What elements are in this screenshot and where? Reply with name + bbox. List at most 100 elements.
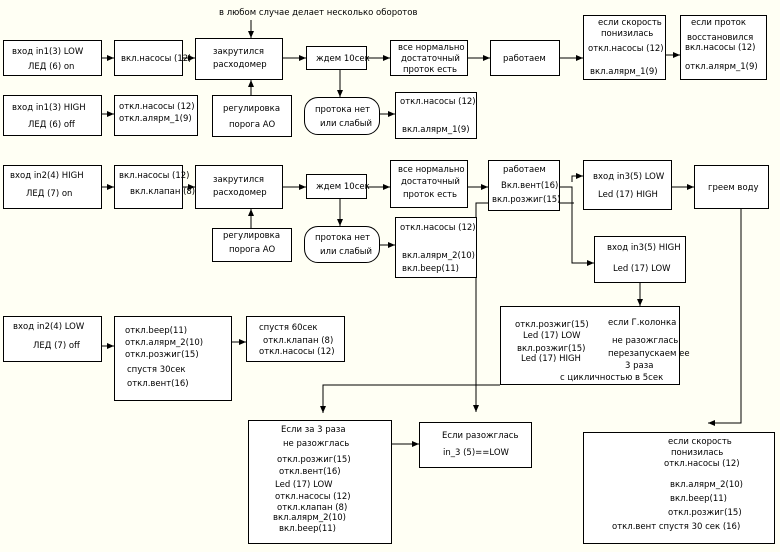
no-flow-2-act1: откл.насосы (12)	[400, 223, 476, 233]
flow-ok-box-2: все нормально достаточный проток есть	[390, 160, 468, 208]
alarm1-off-text: откл.алярм_1(9)	[119, 114, 192, 124]
led7-off-text: ЛЕД (7) off	[33, 341, 80, 351]
adjust-1-line1: регулировка	[223, 104, 281, 114]
lit-box: Если разожглась in_3 (5)==LOW	[419, 422, 532, 468]
flowmeter-line2: расходомер	[213, 60, 267, 70]
wait-2-text: ждем 10сек	[316, 182, 370, 192]
after-30s-text: спустя 30сек	[127, 365, 186, 375]
no-flow-1-act2: вкл.алярм_1(9)	[402, 125, 470, 135]
retry-right-line5: с цикличностью в 5сек	[560, 373, 664, 383]
heat-water-box: греем воду	[694, 165, 769, 209]
flow-back-line3: вкл.насосы (12)	[685, 43, 756, 53]
led6-off-text: ЛЕД (6) off	[28, 120, 75, 130]
speed-low-2-line5: вкл.beep(11)	[670, 494, 727, 504]
fan-off-text: откл.вент(16)	[127, 379, 189, 389]
retry-right-line2: не разожглась	[612, 336, 679, 346]
working-box: работаем	[490, 40, 560, 76]
no-flow-2-act3: вкл.beep(11)	[402, 264, 459, 274]
flow-ok-2-line3: проток есть	[403, 190, 458, 200]
fail-line6: откл.насосы (12)	[275, 492, 351, 502]
no-flow-box-1: протока нет или слабый	[304, 97, 380, 135]
flow-back-box: если проток восстановился вкл.насосы (12…	[680, 15, 767, 80]
in2-high-text: вход in2(4) HIGH	[10, 171, 84, 181]
retry-box: откл.розжиг(15) Led (17) LOW вкл.розжиг(…	[500, 306, 690, 385]
in2-low-box: вход in2(4) LOW ЛЕД (7) off	[3, 316, 102, 362]
wait-box: ждем 10сек	[306, 46, 370, 70]
led7-on-text: ЛЕД (7) on	[26, 189, 73, 199]
pumps-alarm-off-box: откл.насосы (12) откл.алярм_1(9)	[114, 95, 198, 136]
working-2-line3: вкл.розжиг(15)	[492, 195, 561, 205]
no-flow-1-line2: или слабый	[320, 119, 372, 129]
in3-low-box: вход in3(5) LOW Led (17) HIGH	[583, 160, 672, 210]
flowmeter-2-line2: расходомер	[213, 188, 267, 198]
flowmeter-2-line1: закрутился	[213, 175, 264, 185]
flow-back-line2: восстановился	[687, 33, 754, 43]
no-flow-2-line2: или слабый	[320, 247, 372, 257]
in1-low-box: вход in1(3) LOW ЛЕД (6) on	[3, 40, 102, 76]
flow-ok-box: все нормально достаточный проток есть	[390, 40, 468, 76]
fail-line4: откл.вент(16)	[279, 467, 341, 477]
in3-low-text: вход in3(5) LOW	[593, 172, 665, 182]
no-flow-2-act2: вкл.алярм_2(10)	[402, 251, 475, 261]
flowmeter-box-2: закрутился расходомер	[195, 165, 283, 209]
speed-low-1-line3: откл.насосы (12)	[588, 44, 664, 54]
speed-low-box-2: если скорость понизилась откл.насосы (12…	[583, 432, 775, 544]
lit-line2: in_3 (5)==LOW	[443, 448, 509, 458]
flowmeter-box: закрутился расходомер	[195, 38, 283, 80]
fail-line7: откл.клапан (8)	[277, 503, 348, 513]
led17-high-text: Led (17) HIGH	[598, 190, 658, 200]
flowmeter-line1: закрутился	[213, 47, 264, 57]
adjust-2-line1: регулировка	[223, 231, 281, 241]
fail-line9: вкл.beep(11)	[279, 524, 336, 534]
wait-box-2: ждем 10сек	[306, 174, 370, 199]
pumps-off-text: откл.насосы (12)	[119, 102, 195, 112]
flow-ok-line3: проток есть	[403, 65, 458, 75]
alarm2-off-text: откл.алярм_2(10)	[125, 338, 204, 348]
fail-line2: не разожглась	[283, 439, 350, 449]
speed-low-2-line6: откл.розжиг(15)	[668, 508, 742, 518]
in1-low-text: вход in1(3) LOW	[12, 47, 84, 57]
speed-low-1-line2: понизилась	[601, 29, 654, 39]
pumps-on-2-text: вкл.насосы (12)	[119, 171, 190, 181]
speed-low-2-line7: откл.вент спустя 30 сек (16)	[612, 522, 741, 532]
wait-text: ждем 10сек	[316, 54, 370, 64]
beep-off-text: откл.beep(11)	[125, 326, 188, 336]
in1-high-text: вход in1(3) HIGH	[12, 103, 86, 113]
speed-low-1-line4: вкл.алярм_1(9)	[590, 67, 658, 77]
ignition-off-text: откл.розжиг(15)	[125, 350, 199, 360]
flow-back-line4: откл.алярм_1(9)	[685, 62, 758, 72]
speed-low-1-line1: если скорость	[598, 18, 662, 28]
flow-ok-line2: достаточный	[401, 54, 460, 64]
no-flow-1-act1: откл.насосы (12)	[400, 97, 476, 107]
working-2-line1: работаем	[503, 165, 546, 175]
retry-left-line2: Led (17) LOW	[523, 331, 581, 341]
speed-low-2-line4: вкл.алярм_2(10)	[670, 480, 743, 490]
after-60s-line3: откл.насосы (12)	[259, 347, 335, 357]
no-flow-act-box-1: откл.насосы (12) вкл.алярм_1(9)	[395, 92, 477, 139]
flow-ok-2-line1: все нормально	[398, 165, 465, 175]
working-text: работаем	[503, 54, 546, 64]
top-note: в любом случае делает несколько оборотов	[219, 8, 418, 18]
speed-low-box-1: если скорость понизилась откл.насосы (12…	[583, 15, 666, 80]
pumps-valve-box: вкл.насосы (12) вкл.клапан (8)	[114, 165, 195, 209]
after-60s-line2: откл.клапан (8)	[263, 336, 334, 346]
fail-line1: Если за 3 раза	[281, 425, 346, 435]
lit-line1: Если разожглась	[442, 431, 519, 441]
retry-left-line3: вкл.розжиг(15)	[517, 344, 586, 354]
led6-on-text: ЛЕД (6) on	[28, 62, 75, 72]
after-60s-line1: спустя 60сек	[259, 323, 318, 333]
no-flow-box-2: протока нет или слабый	[304, 226, 380, 263]
flow-back-line1: если проток	[691, 18, 747, 28]
flow-ok-line1: все нормально	[398, 43, 465, 53]
speed-low-2-line3: откл.насосы (12)	[664, 459, 740, 469]
working-2-line2: Вкл.вент(16)	[501, 181, 559, 191]
off-sequence-box: откл.beep(11) откл.алярм_2(10) откл.розж…	[114, 316, 232, 401]
fail-3-times-box: Если за 3 раза не разожглась откл.розжиг…	[248, 420, 392, 544]
heat-water-text: греем воду	[708, 183, 759, 193]
after-60s-box: спустя 60сек откл.клапан (8) откл.насосы…	[246, 316, 345, 362]
fail-line3: откл.розжиг(15)	[277, 455, 351, 465]
fail-line5: Led (17) LOW	[275, 480, 333, 490]
retry-right-line4: 3 раза	[625, 361, 654, 371]
in2-low-text: вход in2(4) LOW	[13, 322, 85, 332]
